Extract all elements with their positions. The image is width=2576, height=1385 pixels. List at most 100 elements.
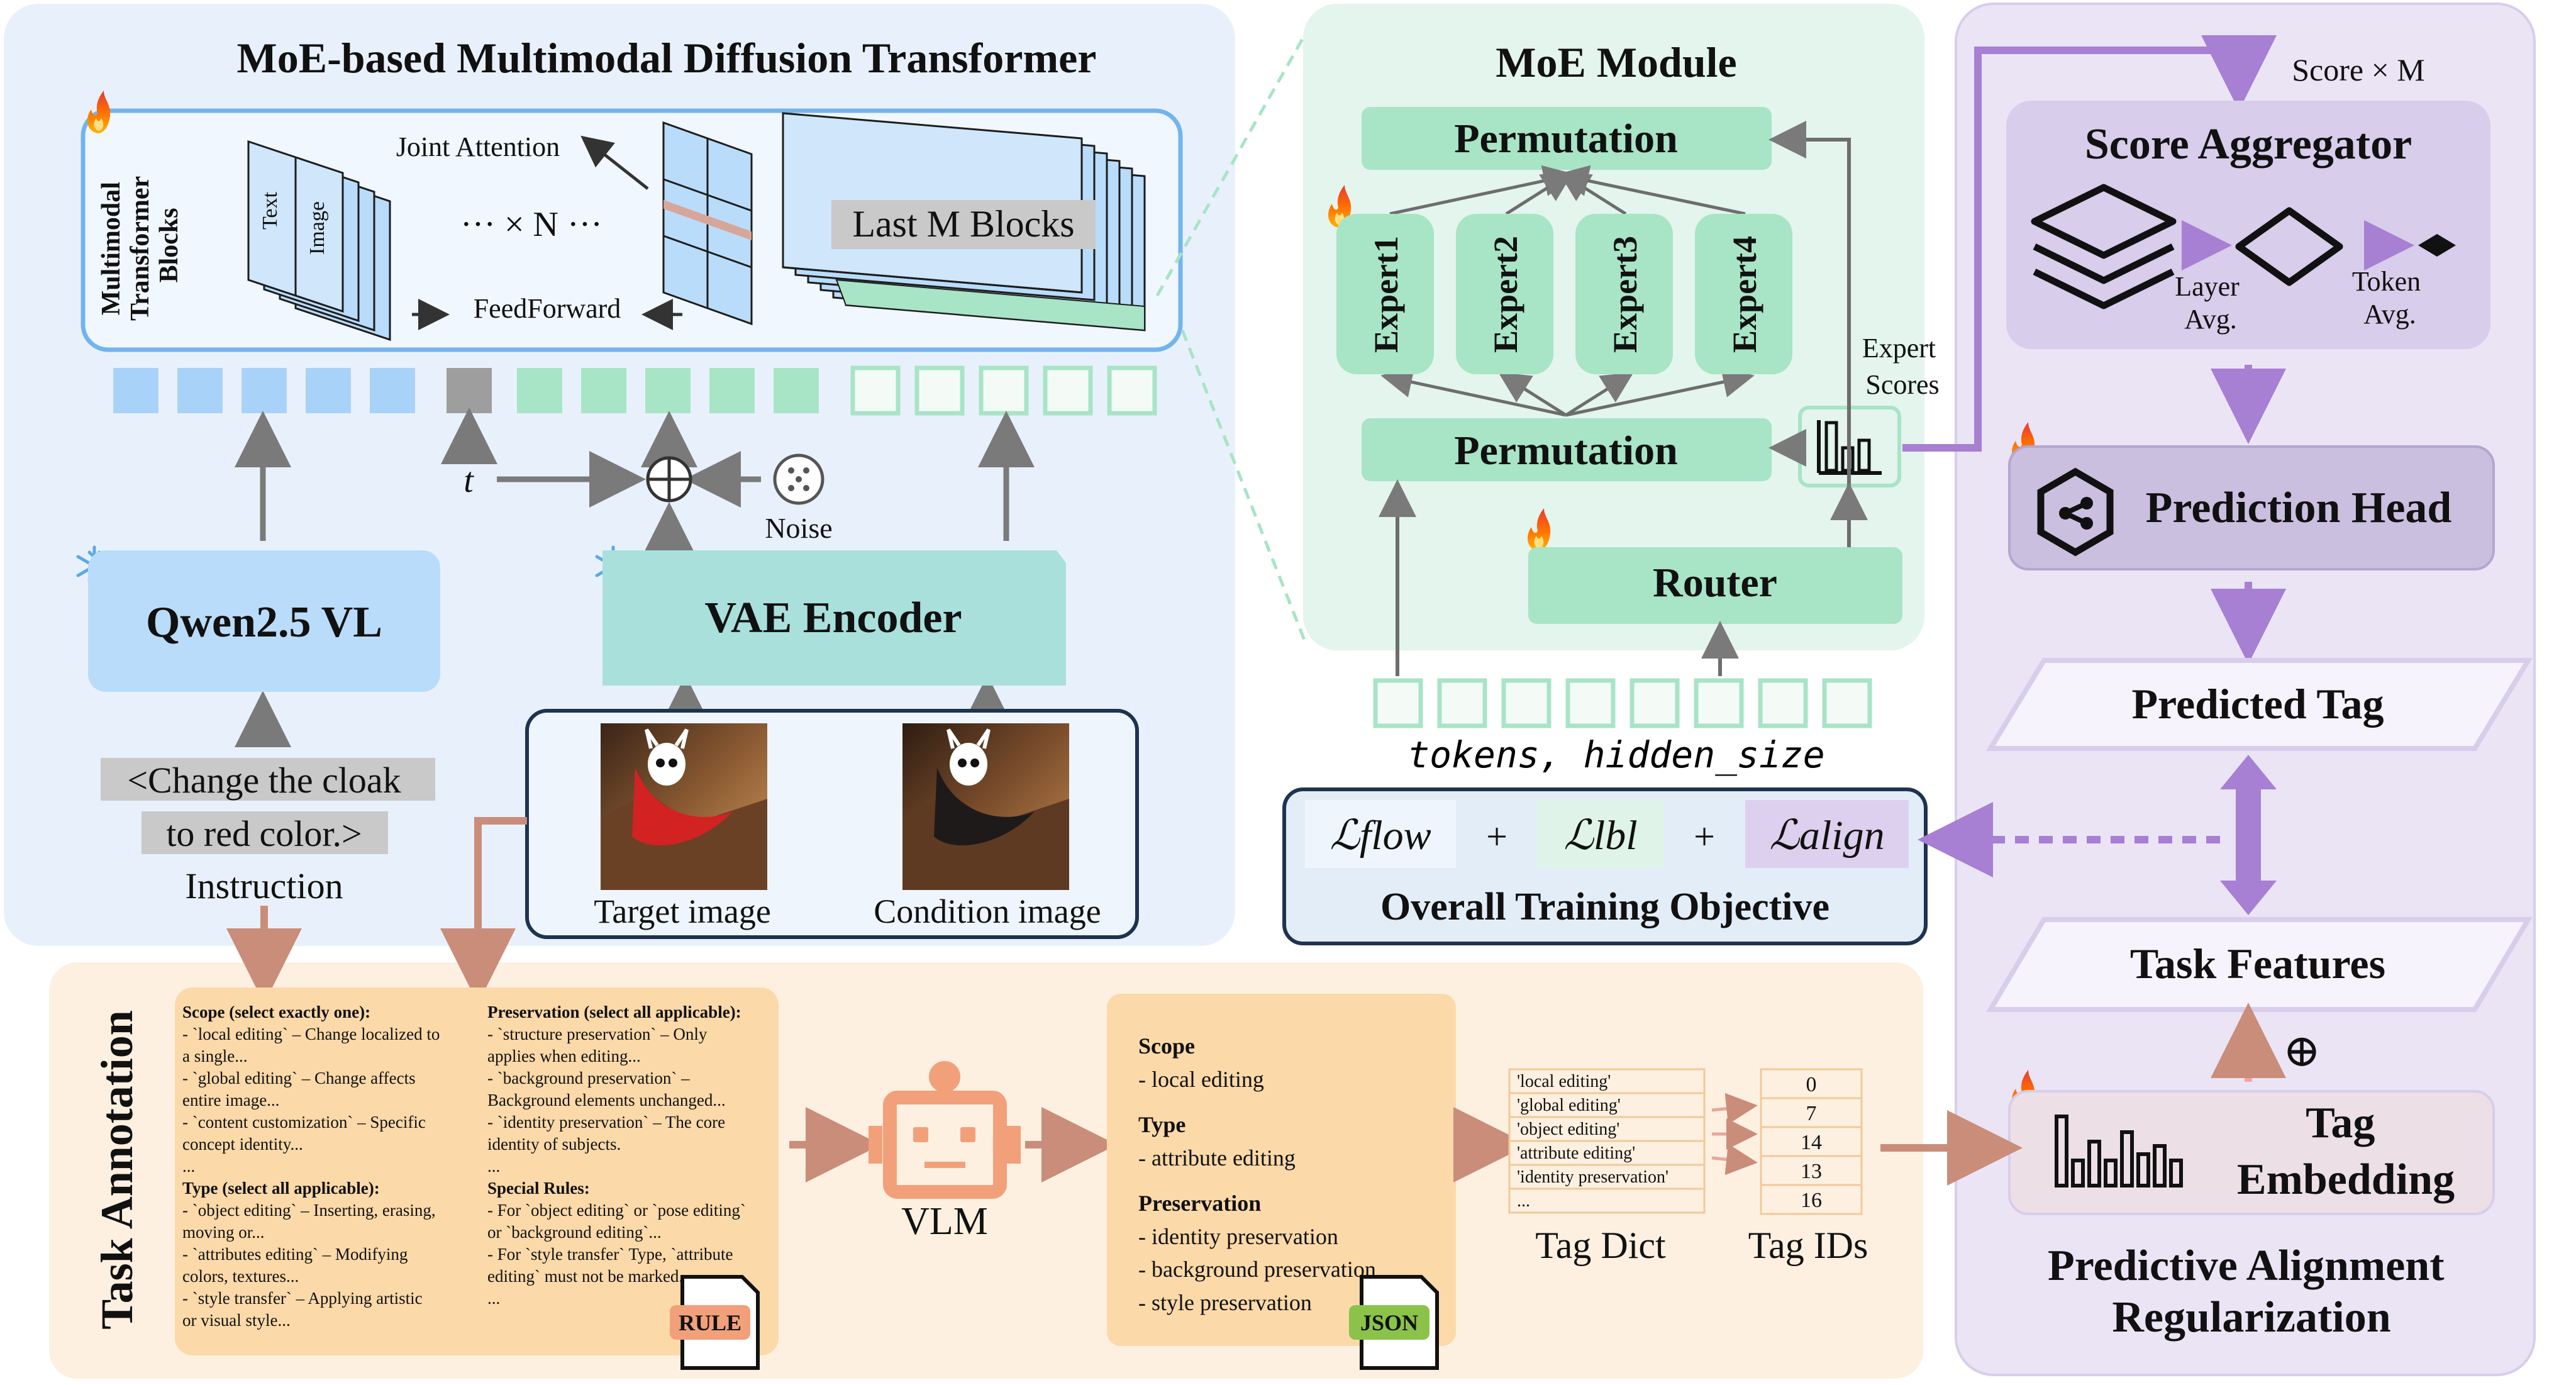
expert-2-box bbox=[1456, 214, 1553, 374]
noise-icon bbox=[773, 453, 824, 505]
instruction-line2: to red color.> bbox=[166, 813, 362, 854]
condition-token bbox=[979, 365, 1029, 416]
tag-dict-cell bbox=[1508, 1092, 1706, 1118]
permutation-bottom-label: Permutation bbox=[1454, 428, 1678, 474]
rule-column-2: Preservation (select all applicable):- `… bbox=[487, 1003, 746, 1308]
json-line: - background preservation bbox=[1138, 1257, 1376, 1282]
moe-input-tokens bbox=[1373, 678, 1872, 728]
rule-line: Scope (select exactly one): bbox=[182, 1003, 370, 1021]
layers-icon bbox=[2031, 184, 2177, 309]
tag-dict-caption: Tag Dict bbox=[1535, 1225, 1666, 1266]
router-label: Router bbox=[1653, 560, 1777, 606]
qwen-vl-box bbox=[88, 550, 440, 692]
expert-3-label: Expert3 bbox=[1606, 236, 1644, 353]
joint-attention-label: Joint Attention bbox=[396, 131, 560, 162]
tag-id-cell bbox=[1760, 1126, 1863, 1157]
json-line: - local editing bbox=[1138, 1067, 1264, 1092]
rule-line: entire image... bbox=[182, 1091, 279, 1110]
rule-line: Type (select all applicable): bbox=[182, 1179, 380, 1198]
instruction-highlight bbox=[142, 811, 388, 854]
tag-id-cell bbox=[1760, 1184, 1863, 1215]
tag-dict-item: 'object editing' bbox=[1517, 1120, 1619, 1139]
last-m-label-bg bbox=[831, 200, 1096, 249]
dit-title: MoE-based Multimodal Diffusion Transform… bbox=[237, 34, 1097, 82]
dict-id-arrow bbox=[1711, 1143, 1758, 1176]
tag-id-cell bbox=[1760, 1068, 1863, 1099]
plus-sign: + bbox=[1694, 816, 1715, 857]
noisy-latent-token bbox=[581, 368, 626, 413]
expert-scores-label: Expert Scores bbox=[1862, 333, 1943, 400]
predicted-tag-box bbox=[1985, 658, 2533, 751]
feedforward-label: FeedForward bbox=[474, 293, 621, 324]
target-image-caption: Target image bbox=[594, 893, 771, 930]
token-avg-label: Token Avg. bbox=[2352, 266, 2428, 330]
permutation-top-label: Permutation bbox=[1454, 116, 1678, 162]
text-token-label: Text bbox=[258, 192, 282, 230]
instruction-highlight bbox=[101, 758, 435, 801]
rule-line: colors, textures... bbox=[182, 1267, 299, 1286]
rule-line: editing` must not be marked. bbox=[487, 1267, 683, 1286]
rule-line: - `object editing` – Inserting, erasing, bbox=[182, 1201, 436, 1220]
loss-lbl-bg bbox=[1538, 800, 1663, 868]
tag-ids-caption: Tag IDs bbox=[1748, 1225, 1868, 1266]
rule-line: Background elements unchanged... bbox=[487, 1091, 726, 1110]
plus-sign: + bbox=[1486, 816, 1507, 857]
json-line: - identity preservation bbox=[1138, 1224, 1338, 1249]
score-aggregator-box bbox=[2006, 101, 2490, 349]
objective-title: Overall Training Objective bbox=[1380, 886, 1829, 928]
instruction-line1: <Change the cloak bbox=[127, 760, 401, 801]
rule-line: ... bbox=[487, 1289, 500, 1308]
loss-align-bg bbox=[1745, 800, 1909, 868]
rule-line: or visual style... bbox=[182, 1311, 291, 1330]
permutation-bottom-box bbox=[1362, 418, 1772, 481]
noisy-latent-token bbox=[517, 368, 562, 413]
condition-token bbox=[914, 365, 965, 416]
block-stack-left bbox=[247, 140, 391, 342]
loss-flow-bg bbox=[1305, 800, 1456, 868]
blocks-label: Multimodal Transformer Blocks bbox=[97, 170, 184, 321]
expert-3-box bbox=[1575, 214, 1673, 374]
tag-dict-item: 'global editing' bbox=[1517, 1096, 1621, 1115]
par-title: Predictive Alignment Regularization bbox=[2048, 1242, 2455, 1342]
experts bbox=[1336, 214, 1792, 374]
rule-line: - `content customization` – Specific bbox=[182, 1113, 426, 1132]
tag-dict-item: 'attribute editing' bbox=[1517, 1143, 1635, 1163]
attention-highlight bbox=[663, 200, 752, 240]
rule-line: Preservation (select all applicable): bbox=[487, 1003, 741, 1021]
tag-dict-item: ... bbox=[1517, 1191, 1530, 1211]
repeat-n-label: ··· × N ··· bbox=[460, 205, 602, 244]
rule-line: concept identity... bbox=[182, 1135, 303, 1154]
rule-line: ... bbox=[487, 1157, 500, 1176]
expert-1-box bbox=[1336, 214, 1434, 374]
json-line: - attribute editing bbox=[1138, 1145, 1296, 1171]
token-row bbox=[113, 365, 1157, 416]
instruction-caption: Instruction bbox=[185, 865, 343, 906]
text-token bbox=[306, 368, 351, 413]
prediction-head-label: Prediction Head bbox=[2146, 484, 2452, 532]
tag-id-value: 16 bbox=[1801, 1189, 1822, 1212]
tag-id-value: 13 bbox=[1801, 1160, 1822, 1183]
loss-align: ℒalign bbox=[1769, 813, 1884, 859]
json-document-icon: JSON bbox=[1349, 1275, 1439, 1370]
diamond-icon bbox=[2235, 207, 2343, 286]
expert-fan-lines bbox=[1380, 165, 1755, 417]
tag-dict-cell bbox=[1508, 1116, 1706, 1142]
last-m-green-stripes bbox=[835, 279, 1145, 331]
tag-id-value: 0 bbox=[1806, 1073, 1817, 1096]
rule-line: a single... bbox=[182, 1047, 247, 1065]
timestep-token bbox=[447, 368, 492, 413]
embedding-bars-icon bbox=[2055, 1115, 2183, 1188]
image-token-label: Image bbox=[306, 201, 329, 255]
noisy-latent-token bbox=[645, 368, 691, 413]
json-line: Preservation bbox=[1138, 1191, 1261, 1216]
scores-to-aggregator-arrow bbox=[1902, 35, 2277, 452]
tag-dict-cell bbox=[1508, 1164, 1706, 1190]
text-token bbox=[177, 368, 223, 413]
vae-encoder-box bbox=[602, 550, 1066, 686]
rule-line: - `style transfer` – Applying artistic bbox=[182, 1289, 423, 1308]
dict-id-arrow bbox=[1711, 1093, 1758, 1125]
json-card bbox=[1107, 994, 1456, 1346]
score-aggregator-title: Score Aggregator bbox=[2085, 120, 2412, 169]
